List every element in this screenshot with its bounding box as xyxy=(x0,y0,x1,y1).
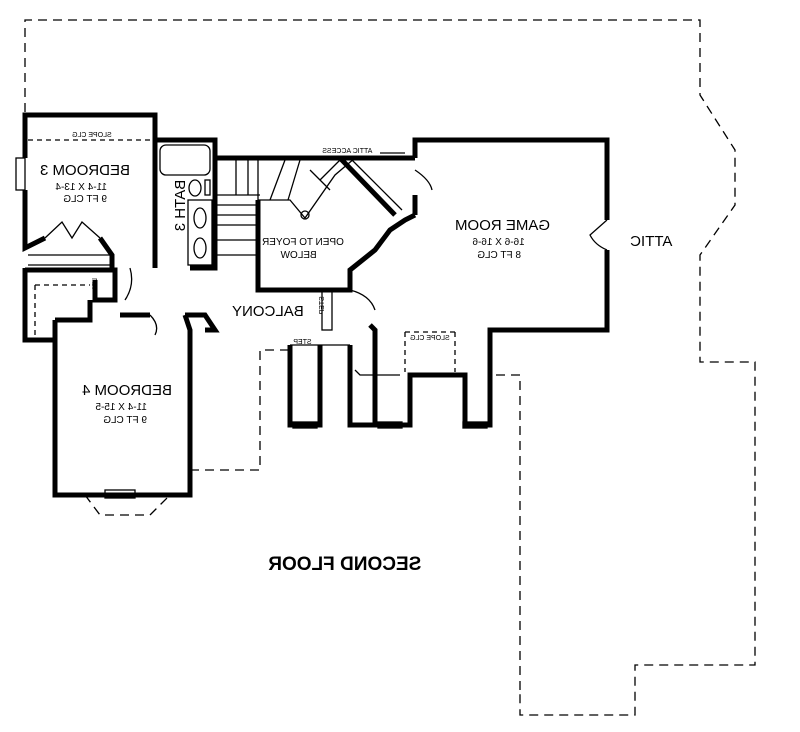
bath-3: BATH 3 xyxy=(155,137,218,271)
linen-label: LIN xyxy=(92,278,99,289)
game-room-ceiling: 8 FT CLG xyxy=(477,250,521,261)
bedroom3-name: BEDROOM 3 xyxy=(40,162,130,179)
roof-line xyxy=(190,349,521,690)
window xyxy=(462,421,488,429)
bedroom3-ceiling: 9 FT CLG xyxy=(63,194,107,205)
window xyxy=(377,421,403,429)
bath3-name: BATH 3 xyxy=(172,180,189,231)
bedroom3-slope-label: SLOPE CLG xyxy=(72,132,112,139)
bedroom4-size: 11-4 X 15-5 xyxy=(95,402,147,413)
attic-label: ATTIC xyxy=(630,233,672,250)
stair-open-foyer: OPEN TO FOYER BELOW STEP ATTIC ACCESS xyxy=(215,148,417,331)
game-room-size: 16-6 X 16-6 xyxy=(472,237,525,248)
bedroom4-ceiling: 9 FT CLG xyxy=(103,415,147,426)
attic-access-label: ATTIC ACCESS xyxy=(322,148,372,155)
balcony-label: BALCONY xyxy=(232,303,304,320)
window xyxy=(292,421,318,429)
bedroom-3: SLOPE CLG BEDROOM 3 11-4 X 13-4 9 FT CLG xyxy=(15,112,158,268)
step-horizontal-label: STEP xyxy=(293,339,312,346)
open-foyer-line1: OPEN TO FOYER xyxy=(262,237,344,248)
open-foyer-line2: BELOW xyxy=(280,250,317,261)
game-room-name: GAME ROOM xyxy=(455,217,550,234)
bedroom4-name: BEDROOM 4 xyxy=(82,382,172,399)
floor-title: SECOND FLOOR xyxy=(268,554,421,575)
bedroom-4: BEDROOM 4 11-4 X 15-5 9 FT CLG xyxy=(52,300,193,499)
bay-outline xyxy=(84,494,171,516)
linen-closet: LIN xyxy=(22,267,118,343)
game-room: SLOPE CLG GAME ROOM 16-6 X 16-6 8 FT CLG… xyxy=(368,137,672,428)
step-vertical-label: STEP xyxy=(319,296,326,315)
bedroom3-size: 11-4 X 13-4 xyxy=(55,182,107,193)
attic-outline xyxy=(24,19,756,716)
balcony: BALCONY STEP xyxy=(124,267,400,428)
game-room-slope-label: SLOPE CLG xyxy=(410,335,450,342)
